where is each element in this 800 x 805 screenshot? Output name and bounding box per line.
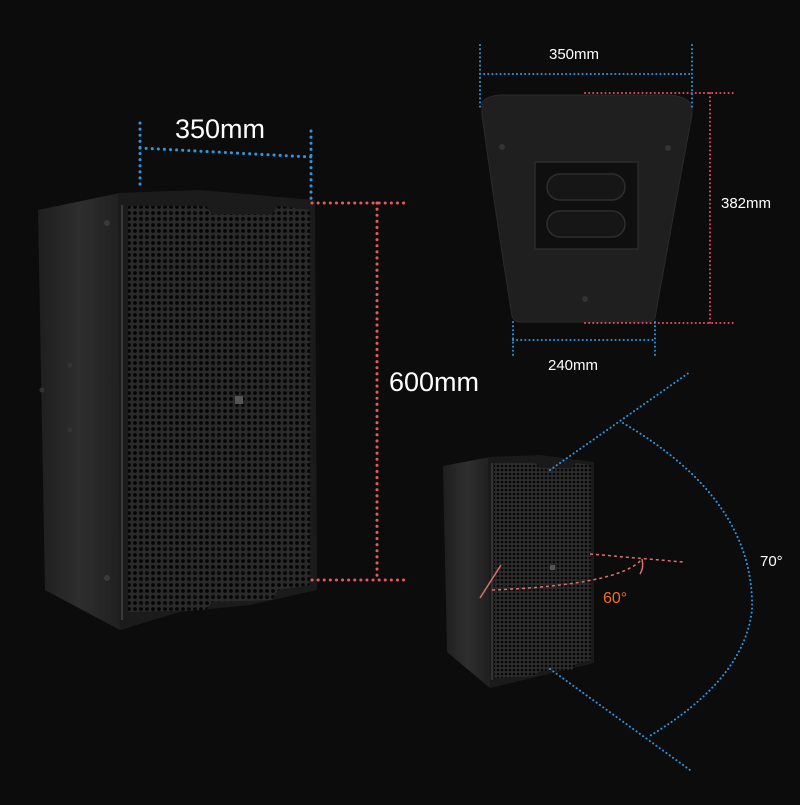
front-width-dimension xyxy=(138,121,313,202)
brand-logo-icon xyxy=(235,396,243,404)
front-height-label: 600mm xyxy=(389,367,480,397)
handle-icon xyxy=(534,161,639,250)
top-front-width-dimension xyxy=(479,44,693,111)
front-width-label: 350mm xyxy=(175,114,266,144)
front-view-speaker xyxy=(38,190,317,630)
top-depth-dimension xyxy=(584,92,734,324)
top-depth-label: 382mm xyxy=(721,195,772,212)
brand-logo-icon xyxy=(550,565,555,570)
top-front-width-label: 350mm xyxy=(549,46,600,63)
coverage-view-speaker xyxy=(443,455,594,688)
top-rear-width-dimension xyxy=(512,321,656,357)
horizontal-coverage-label: 60° xyxy=(603,590,628,607)
front-height-dimension xyxy=(310,201,406,582)
vertical-coverage-label: 70° xyxy=(760,553,783,570)
vertical-coverage-indicator xyxy=(549,371,754,771)
top-rear-width-label: 240mm xyxy=(548,357,599,374)
top-view-speaker xyxy=(481,94,693,323)
horizontal-coverage-indicator xyxy=(479,553,684,599)
